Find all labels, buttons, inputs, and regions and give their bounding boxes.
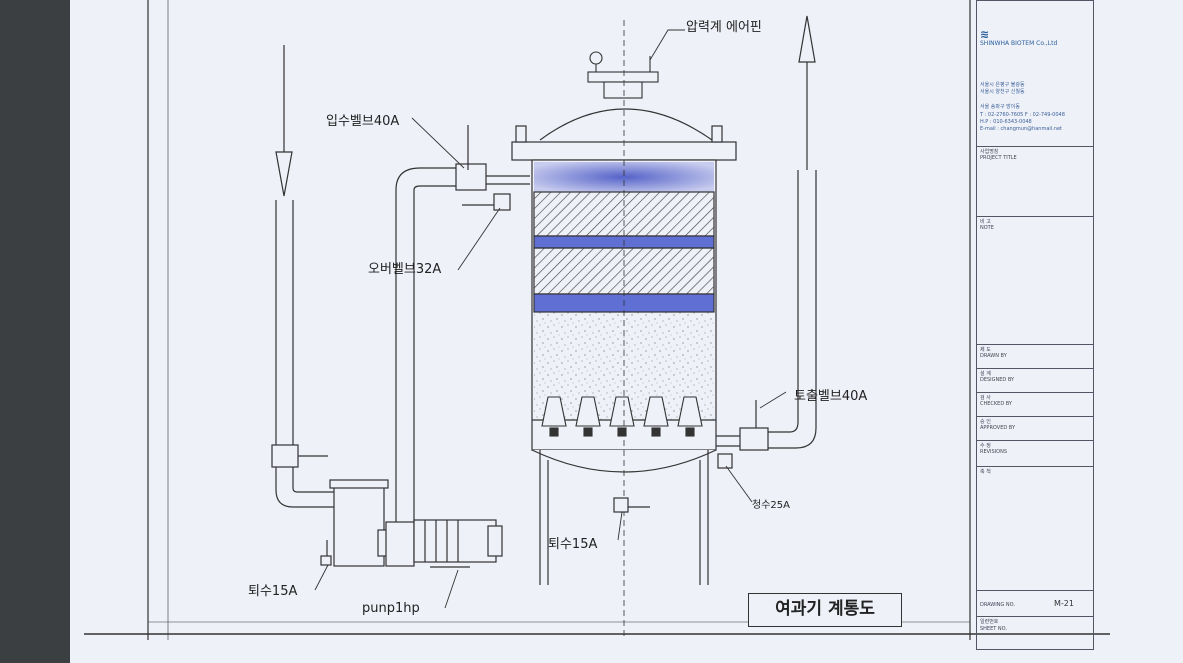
riser-pipe [395, 125, 530, 522]
project-title-en: PROJECT TITLE [980, 155, 1017, 161]
label-inlet-valve: 입수벨브40A [326, 114, 400, 129]
checked-by-en: CHECKED BY [980, 401, 1012, 407]
label-outlet-valve: 토출벨브40A [794, 389, 868, 404]
pump-motor [385, 519, 503, 568]
sheet-no-en: SHEET NO. [980, 626, 1007, 632]
label-pump: punp1hp [362, 601, 420, 616]
address-line-1: 서울시 은평구 불광동 [980, 82, 1025, 88]
label-pressure-gauge-air-pin: 압력계 에어핀 [686, 20, 762, 35]
address-line-2: 서울시 양천구 신월동 [980, 89, 1025, 95]
drawn-by-kr: 제 도 [980, 347, 991, 353]
note-kr: 비 고 [980, 219, 991, 225]
approved-by-kr: 승 인 [980, 419, 991, 425]
outlet-pipe-right [613, 15, 817, 513]
designed-by-en: DESIGNED BY [980, 377, 1015, 383]
drawing-no: M-21 [1054, 599, 1074, 608]
address-line-6: E-mail : changmun@hanmail.net [980, 126, 1062, 132]
title-block: ≋ SHINWHA BIOTEM Co.,Ltd 서울시 은평구 불광동 서울시… [974, 0, 1096, 650]
label-drain-left: 퇴수15A [248, 584, 298, 599]
label-clean-water: 청수25A [752, 500, 790, 511]
leader-lines [314, 29, 787, 609]
designed-by-kr: 설 계 [980, 371, 991, 377]
note-en: NOTE [980, 225, 994, 231]
address-line-3: 서울 송파구 방이동 [980, 104, 1020, 110]
revisions-en: REVISIONS [980, 449, 1008, 455]
project-title-kr: 사업명칭 [980, 149, 999, 155]
sheet-no-kr: 일련번호 [980, 619, 999, 625]
approved-by-en: APPROVED BY [980, 425, 1016, 431]
label-overflow-valve: 오버벨브32A [368, 262, 442, 277]
drawn-by-en: DRAWN BY [980, 353, 1007, 359]
address-line-5: H.P : 010-6343-0048 [980, 119, 1032, 125]
revisions-kr: 수 정 [980, 443, 991, 449]
company-logo: ≋ [980, 28, 990, 41]
address-line-4: T : 02-2760-7605 F : 02-749-0048 [980, 112, 1065, 118]
pressure-gauge-fitting [587, 51, 659, 99]
drawing-title: 여과기 계통도 [748, 593, 902, 627]
company-name: SHINWHA BIOTEM Co.,Ltd [980, 40, 1058, 47]
nozzle-row [541, 396, 703, 437]
drawing-no-label: DRAWING NO. [980, 602, 1015, 608]
label-drain-center: 퇴수15A [548, 537, 598, 552]
strainer-box [320, 479, 393, 567]
scale-kr: 축 척 [980, 469, 991, 475]
checked-by-kr: 검 사 [980, 395, 991, 401]
inlet-pipe-left [271, 45, 334, 508]
